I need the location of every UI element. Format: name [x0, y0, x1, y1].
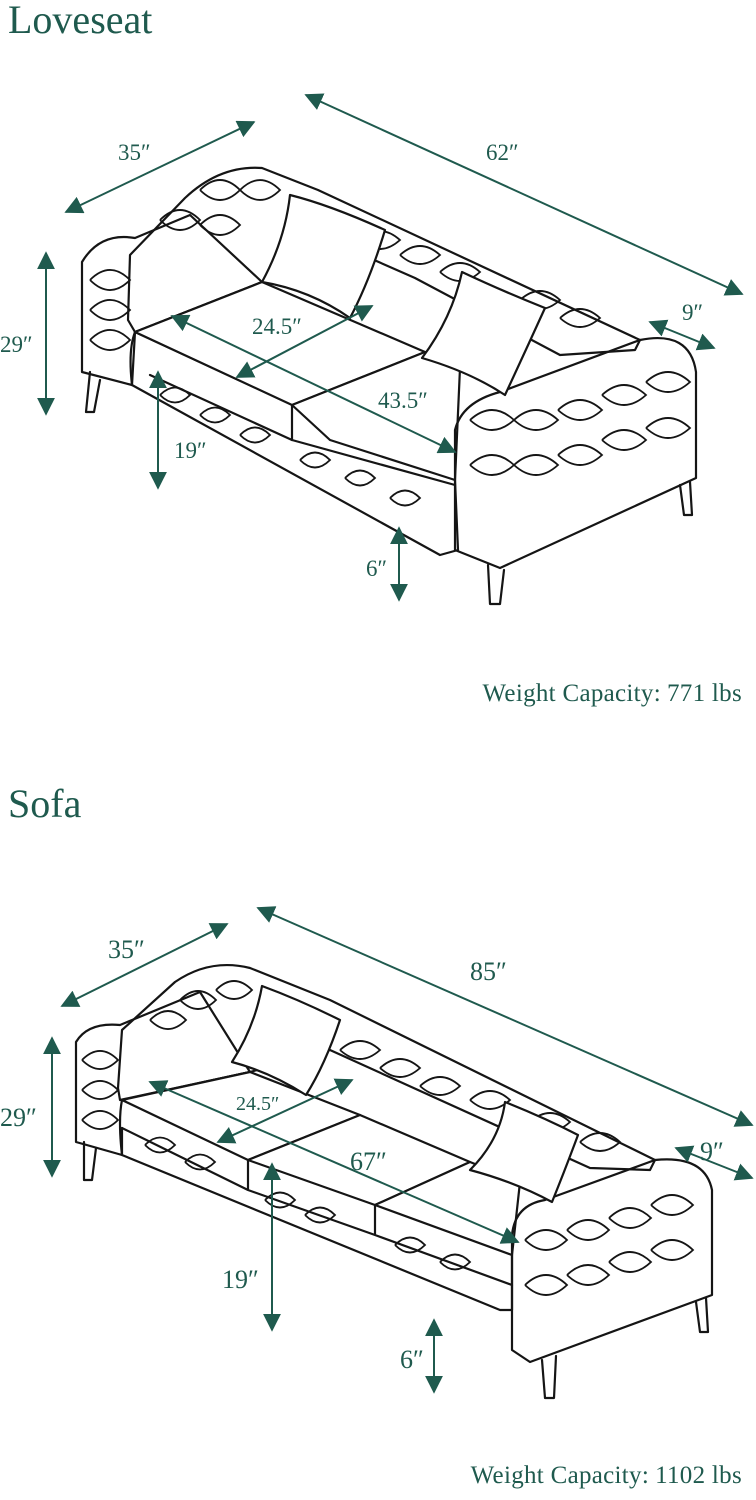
dim-seat-height-label: 19″	[222, 1265, 259, 1294]
sofa-leg	[82, 1140, 98, 1182]
dim-arm-width-line	[674, 1145, 754, 1181]
weight-capacity-label: Weight Capacity:	[470, 1462, 650, 1489]
loveseat-leg	[84, 370, 102, 414]
dim-width-label: 85″	[470, 957, 507, 986]
dim-seat-width-label: 43.5″	[378, 388, 428, 413]
dim-seat-height-label: 19″	[174, 438, 207, 463]
sofa-leg	[694, 1296, 710, 1334]
loveseat-title: Loveseat	[8, 0, 153, 42]
sofa-diagram: 35″ 85″ 29″ 24.5″ 9″ 67″ 19″ 6″	[0, 906, 754, 1400]
weight-capacity-value: 771 lbs	[666, 680, 742, 707]
sofa-dimension-lines	[43, 906, 754, 1394]
dim-width-label: 62″	[486, 140, 519, 165]
dim-depth-line	[60, 923, 229, 1007]
dim-seat-width-label: 67″	[350, 1147, 387, 1176]
dim-depth-label: 35″	[108, 935, 145, 964]
loveseat-front-apron	[130, 330, 460, 557]
loveseat-dimension-labels: 35″ 62″ 29″ 24.5″ 9″ 43.5″ 19″ 6″	[0, 140, 703, 581]
dim-arm-width-label: 9″	[682, 300, 703, 325]
loveseat-diagram: 35″ 62″ 29″ 24.5″ 9″ 43.5″ 19″ 6″	[0, 93, 744, 606]
dim-leg-height-label: 6″	[366, 556, 387, 581]
dim-width-line	[304, 93, 744, 296]
weight-capacity-value: 1102 lbs	[655, 1462, 742, 1489]
sofa-leg	[540, 1354, 558, 1400]
loveseat-dimension-lines	[37, 93, 744, 602]
dim-depth-line	[64, 120, 256, 214]
loveseat-drawing	[80, 166, 698, 606]
dim-arm-width-label: 9″	[700, 1137, 724, 1166]
dim-seat-width-line	[148, 1080, 520, 1244]
weight-capacity-label: Weight Capacity:	[482, 680, 661, 707]
dim-height-label: 29″	[0, 332, 33, 357]
sofa-title: Sofa	[8, 781, 82, 826]
loveseat-weight-capacity: Weight Capacity:771 lbs	[483, 680, 742, 708]
sofa-drawing	[74, 963, 714, 1400]
dim-depth-label: 35″	[118, 140, 151, 165]
dim-width-line	[256, 906, 754, 1127]
sofa-section: Sofa	[0, 750, 756, 1500]
loveseat-leg	[486, 563, 506, 606]
dim-leg-height-label: 6″	[400, 1345, 424, 1374]
dim-arm-width-line	[648, 319, 716, 351]
loveseat-section: Loveseat	[0, 0, 744, 708]
loveseat-leg	[678, 480, 694, 517]
sofa-dimension-labels: 35″ 85″ 29″ 24.5″ 9″ 67″ 19″ 6″	[0, 935, 724, 1374]
dim-seat-width-line	[170, 314, 457, 454]
dim-seat-depth-label: 24.5″	[252, 314, 302, 339]
sofa-weight-capacity: Weight Capacity:1102 lbs	[471, 1462, 742, 1490]
dim-seat-depth-label: 24.5″	[236, 1093, 279, 1115]
dim-height-label: 29″	[0, 1103, 37, 1132]
